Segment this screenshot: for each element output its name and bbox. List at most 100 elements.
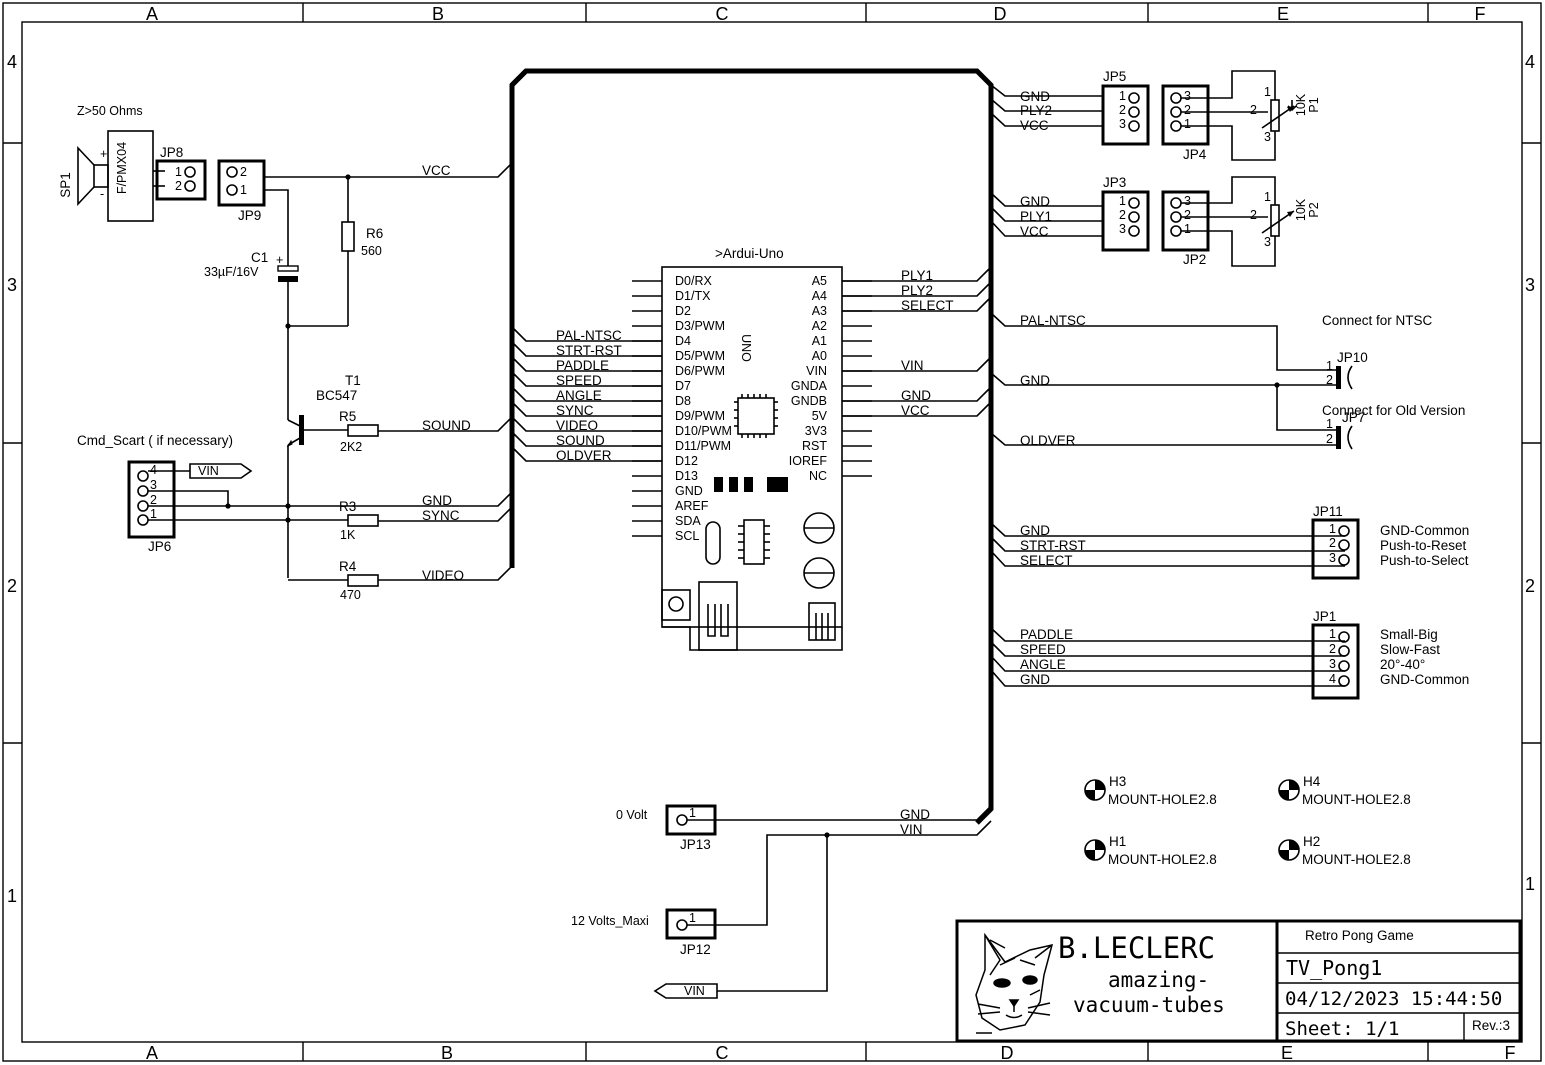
arduino-left-pin-label: D12	[675, 454, 698, 468]
arduino-right-pin-label: A3	[812, 304, 827, 318]
arduino-left-pin-label: D6/PWM	[675, 364, 725, 378]
arduino-left-net-wire	[511, 341, 662, 357]
svg-text:STRT-RST: STRT-RST	[1020, 538, 1086, 553]
frame-col-f-bottom: F	[1505, 1043, 1516, 1063]
svg-text:1: 1	[150, 507, 157, 521]
arduino-left-net-label: PAL-NTSC	[556, 328, 622, 343]
signal-bus	[509, 68, 994, 825]
arduino-right-pin-label: 3V3	[805, 424, 827, 438]
svg-text:3: 3	[1264, 235, 1271, 249]
svg-text:+: +	[276, 253, 283, 267]
jp7-label: JP7	[1342, 410, 1365, 425]
r6-value: 560	[361, 244, 382, 258]
svg-text:Push-to-Reset: Push-to-Reset	[1380, 538, 1467, 553]
svg-text:3: 3	[1329, 657, 1336, 671]
jp13-label: JP13	[680, 837, 711, 852]
svg-text:OLDVER: OLDVER	[1020, 433, 1076, 448]
svg-text:GND: GND	[1020, 89, 1050, 104]
arduino-left-pin-label: D8	[675, 394, 691, 408]
svg-text:2: 2	[1184, 208, 1191, 222]
power-wires: VIN GND VIN	[653, 805, 992, 999]
header-jp12: 12 Volts_Maxi 1 JP12	[571, 908, 717, 957]
svg-text:VCC: VCC	[1020, 118, 1049, 133]
arduino-right-net-wire	[842, 266, 992, 282]
arduino-left-pin-label: D2	[675, 304, 691, 318]
arduino-right-pin-label: IOREF	[789, 454, 828, 468]
svg-text:3: 3	[1264, 130, 1271, 144]
jp10-label: JP10	[1337, 350, 1368, 365]
t1-ref: T1	[345, 373, 361, 388]
svg-text:Slow-Fast: Slow-Fast	[1380, 642, 1440, 657]
jp3-label: JP3	[1103, 175, 1126, 190]
jp13-note: 0 Volt	[616, 808, 648, 822]
arduino-right-pin-label: RST	[802, 439, 827, 453]
speaker-impedance-note: Z>50 Ohms	[77, 104, 143, 118]
frame-row-2-left: 2	[7, 576, 17, 596]
svg-text:3: 3	[1119, 222, 1126, 236]
arduino-title: >Ardui-Uno	[715, 246, 784, 261]
svg-text:PADDLE: PADDLE	[1020, 627, 1073, 642]
arduino-right-pin-label: A1	[812, 334, 827, 348]
speaker-ref: SP1	[58, 172, 73, 198]
frame-row-1-right: 1	[1525, 874, 1535, 894]
jp11-label: JP11	[1313, 504, 1343, 519]
arduino-right-net-wire	[842, 401, 992, 417]
svg-text:2: 2	[1326, 432, 1333, 446]
svg-text:2: 2	[1329, 642, 1336, 656]
arduino-left-pins: D0/RXD1/TXD2D3/PWMD4D5/PWMD6/PWMD7D8D9/P…	[632, 274, 732, 543]
arduino-left-net-label: PADDLE	[556, 358, 609, 373]
frame-col-a-bottom: A	[146, 1043, 158, 1063]
svg-text:SPEED: SPEED	[1020, 642, 1066, 657]
r3-value: 1K	[340, 528, 356, 542]
frame-col-e-top: E	[1277, 4, 1289, 24]
frame-row-2-right: 2	[1525, 576, 1535, 596]
svg-text:20°-40°: 20°-40°	[1380, 657, 1425, 672]
frame-col-b-bottom: B	[441, 1043, 453, 1063]
header-jp8: JP8 1 2	[155, 145, 207, 201]
svg-text:H3: H3	[1109, 774, 1126, 789]
cat-logo-icon	[975, 932, 1054, 1034]
arduino-right-net-label: PLY2	[901, 283, 933, 298]
speaker-value: F/PMX04	[115, 142, 129, 194]
arduino-left-net-label: SYNC	[556, 403, 594, 418]
frame-col-d-top: D	[994, 4, 1007, 24]
arduino-right-net-label: SELECT	[901, 298, 954, 313]
svg-text:1: 1	[1329, 627, 1336, 641]
frame-col-c-top: C	[716, 4, 729, 24]
svg-text:3: 3	[1119, 117, 1126, 131]
jumper-jp10-jp7: Connect for NTSC PAL-NTSC GND OLDVER 1 2…	[990, 312, 1465, 450]
arduino-left-net-wire	[511, 326, 662, 342]
mount-holes: H3 MOUNT-HOLE2.8 H4 MOUNT-HOLE2.8 H1 MOU…	[1084, 774, 1411, 867]
frame-col-e-bottom: E	[1281, 1043, 1293, 1063]
frame-col-c-bottom: C	[716, 1043, 729, 1063]
resistor-r4: R4 470 VIDEO	[288, 559, 513, 602]
svg-text:2: 2	[1250, 208, 1257, 222]
frame-row-3-right: 3	[1525, 275, 1535, 295]
frame-col-d-bottom: D	[1001, 1043, 1014, 1063]
arduino-right-pin-label: GNDB	[791, 394, 827, 408]
arduino-left-pin-label: D4	[675, 334, 691, 348]
arduino-left-pin-label: D7	[675, 379, 691, 393]
title-tagline-1: amazing-	[1108, 968, 1209, 992]
svg-text:H2: H2	[1303, 834, 1320, 849]
net-vin-bottom: VIN	[900, 822, 923, 837]
arduino-left-net-wire	[511, 371, 662, 387]
svg-text:1: 1	[1326, 359, 1333, 373]
jp5-label: JP5	[1103, 69, 1126, 84]
title-project: Retro Pong Game	[1305, 928, 1414, 943]
arduino-uno: >Ardui-Uno UNO D0/RXD1/TXD2D3/PWMD4D5/PW…	[632, 246, 872, 651]
svg-text:GND: GND	[1020, 672, 1050, 687]
arduino-right-net-label: VIN	[901, 358, 924, 373]
title-tagline-2: vacuum-tubes	[1073, 993, 1225, 1017]
jp12-label: JP12	[680, 942, 711, 957]
net-gnd-left: GND	[422, 493, 452, 508]
arduino-left-pin-label: D11/PWM	[675, 439, 731, 453]
svg-text:VCC: VCC	[1020, 224, 1049, 239]
svg-text:1: 1	[689, 806, 696, 820]
arduino-right-net-wire	[842, 296, 992, 312]
svg-text:2: 2	[1329, 536, 1336, 550]
p2-value: 10K	[1294, 198, 1308, 221]
arduino-left-pin-label: D0/RX	[675, 274, 712, 288]
